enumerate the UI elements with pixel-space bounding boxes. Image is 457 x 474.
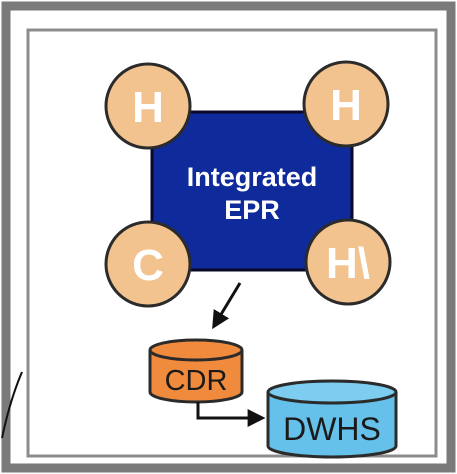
node-bottom-right <box>304 218 392 306</box>
node-bottom-left <box>104 220 192 308</box>
node-top-right <box>302 60 390 148</box>
cdr-label: CDR <box>165 365 228 397</box>
node-bottom-left-label: C <box>132 241 164 290</box>
node-top-left <box>104 62 192 150</box>
edge-curve <box>1 371 23 439</box>
node-top-left-label: H <box>132 83 164 132</box>
node-bottom-right-label: H\ <box>326 239 370 288</box>
cdr-database <box>148 338 244 404</box>
cdr-to-dwhs-arrow <box>196 402 266 427</box>
center-label-line1: Integrated <box>187 162 318 192</box>
epr-to-cdr-arrow <box>212 282 242 330</box>
dwhs-label: DWHS <box>283 411 381 447</box>
center-label-line2: EPR <box>224 195 280 225</box>
dwhs-database <box>266 379 398 459</box>
node-top-right-label: H <box>330 81 362 130</box>
